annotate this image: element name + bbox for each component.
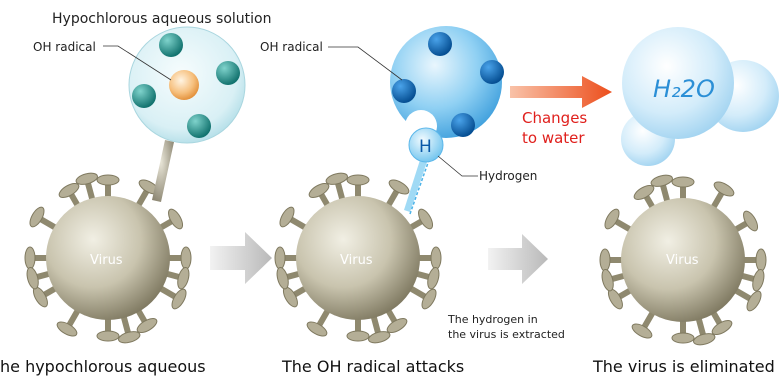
virus-spike-tip xyxy=(96,330,120,342)
virus-2 xyxy=(274,172,442,344)
virus-spike-tip xyxy=(430,246,442,270)
virus-spike-tip xyxy=(168,208,184,230)
virus-spike-tip xyxy=(421,288,437,310)
virus-spike-tip xyxy=(713,181,735,197)
virus-spike-tip xyxy=(24,246,36,270)
step-arrow-2 xyxy=(488,234,548,284)
virus-3 xyxy=(599,174,767,346)
blue-molecule-dot xyxy=(392,79,416,103)
oh-radical-bubble xyxy=(390,26,504,142)
change-arrow xyxy=(510,76,612,108)
virus-spike-tip xyxy=(671,332,695,344)
virus-spike-tip xyxy=(746,290,762,312)
virus-label-3: Virus xyxy=(666,253,699,268)
virus-spike-tip xyxy=(418,208,434,230)
blue-molecule-dot xyxy=(480,60,504,84)
water-formula: H₂2O xyxy=(653,75,715,103)
h-atom-label: H xyxy=(419,137,432,157)
virus-spike-tip xyxy=(26,266,39,290)
extract-note-line1: The hydrogen in xyxy=(447,313,538,326)
virus-spike-tip xyxy=(693,333,716,346)
teal-molecule-dot xyxy=(216,61,240,85)
virus-spike-tip xyxy=(368,331,391,344)
virus-spike-tip xyxy=(601,268,614,292)
step-arrow-1 xyxy=(210,232,272,284)
connector-stem-1 xyxy=(152,140,174,202)
virus-spike-tip xyxy=(346,330,370,342)
virus-spike-tip xyxy=(752,268,765,292)
oh-radical-label-1: OH radical xyxy=(33,40,96,54)
virus-spike-tip xyxy=(177,266,190,290)
diagram-title: Hypochlorous aqueous solution xyxy=(52,11,272,27)
leader-line-oh-1 xyxy=(103,45,172,81)
oh-radical-label-2: OH radical xyxy=(260,40,323,54)
virus-spike-tip xyxy=(388,179,410,195)
virus-spike-tip xyxy=(306,321,328,337)
virus-spike-tip xyxy=(325,172,348,185)
water-bubbles xyxy=(621,27,779,166)
caption-step-1: he hypochlorous aqueous xyxy=(0,357,206,376)
virus-spike-tip xyxy=(58,182,80,198)
teal-molecule-dot xyxy=(159,33,183,57)
virus-spike-tip xyxy=(75,172,98,185)
virus-spike-tip xyxy=(599,248,611,272)
virus-spike-tip xyxy=(386,318,408,334)
virus-spike-tip xyxy=(631,323,653,339)
virus-spike-tip xyxy=(755,248,767,272)
solution-bubble xyxy=(128,26,246,144)
virus-spike-tip xyxy=(276,266,289,290)
blue-molecule-dot xyxy=(428,32,452,56)
virus-spike-tip xyxy=(633,184,655,200)
virus-spike-tip xyxy=(118,331,141,344)
virus-spike-tip xyxy=(711,320,733,336)
virus-label-1: Virus xyxy=(90,253,123,268)
extract-note-line2: the virus is extracted xyxy=(448,328,565,341)
virus-spike-tip xyxy=(29,206,45,228)
teal-molecule-dot xyxy=(132,84,156,108)
virus-spike-tip xyxy=(308,182,330,198)
virus-spike-tip xyxy=(96,174,120,186)
virus-spike-tip xyxy=(171,288,187,310)
blue-molecule-dot xyxy=(451,113,475,137)
virus-spike-tip xyxy=(743,210,759,232)
virus-spike-tip xyxy=(274,246,286,270)
virus-spike-tip xyxy=(427,266,440,290)
virus-1 xyxy=(24,172,192,344)
leader-line-hydrogen xyxy=(437,155,478,177)
caption-step-2: The OH radical attacks xyxy=(281,357,464,376)
leader-line-oh-2 xyxy=(328,46,403,81)
virus-spike-tip xyxy=(136,318,158,334)
caption-step-3: The virus is eliminated xyxy=(592,357,775,376)
virus-spike-tip xyxy=(671,176,695,188)
hydrogen-atom xyxy=(404,127,444,215)
virus-label-2: Virus xyxy=(340,253,373,268)
changes-label-line1: Changes xyxy=(522,109,587,127)
teal-molecule-dot xyxy=(187,114,211,138)
virus-spike-tip xyxy=(604,208,620,230)
virus-spike-tip xyxy=(650,174,673,187)
virus-spike-tip xyxy=(56,321,78,337)
virus-spike-tip xyxy=(180,246,192,270)
virus-spike-tip xyxy=(346,174,370,186)
changes-label-line2: to water xyxy=(522,129,585,147)
oh-radical-dot xyxy=(169,70,199,100)
hydrogen-label: Hydrogen xyxy=(479,169,537,183)
virus-spike-tip xyxy=(279,206,295,228)
